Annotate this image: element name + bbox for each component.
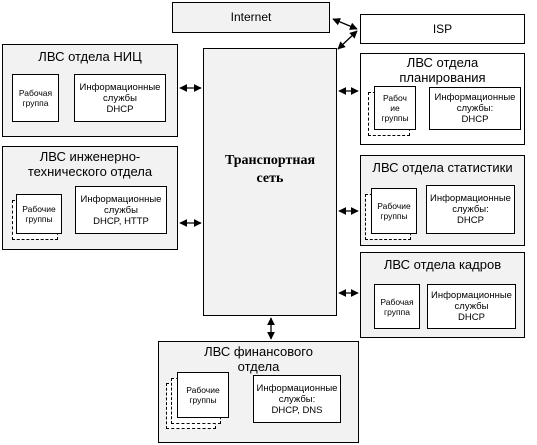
lan-nic-title: ЛВС отдела НИЦ (38, 49, 142, 64)
plan-workgroups: Рабоч ие группы (374, 86, 416, 130)
eng-workgroups: Рабочие группы (16, 194, 62, 234)
stat-services: Информационные службы: DHCP (426, 185, 515, 234)
isp-node: ISP (360, 14, 525, 44)
eng-services: Информационные службы DHCP, HTTP (75, 186, 167, 234)
transport-network-label: Транспортная сеть (224, 153, 316, 186)
lan-engineering-title: ЛВС инженерно- технического отдела (27, 149, 153, 179)
fin-workgroups: Рабочие группы (177, 372, 229, 418)
isp-label: ISP (432, 21, 453, 36)
stat-workgroups: Рабочие группы (371, 188, 417, 234)
internet-label: Internet (230, 10, 272, 24)
plan-services: Информационные службы: DHCP (429, 87, 521, 130)
internet-node: Internet (172, 2, 330, 33)
hr-services: Информационные службы DHCP (427, 284, 516, 329)
lan-statistics-title: ЛВС отдела статистики (372, 160, 513, 175)
nic-services: Информационные службы DHCP (74, 74, 166, 122)
lan-finance-title: ЛВС финансового отдела (204, 344, 313, 374)
link-transport-isp (337, 30, 358, 50)
transport-network: Транспортная сеть (203, 48, 337, 316)
nic-workgroup: Рабочая группа (12, 74, 59, 122)
hr-workgroup: Рабочая группа (374, 284, 420, 329)
link-internet-isp (332, 18, 358, 30)
lan-planning-title: ЛВС отдела планирования (399, 55, 486, 85)
fin-services: Информационные службы: DHCP, DNS (253, 375, 341, 423)
lan-hr-title: ЛВС отдела кадров (383, 257, 502, 272)
